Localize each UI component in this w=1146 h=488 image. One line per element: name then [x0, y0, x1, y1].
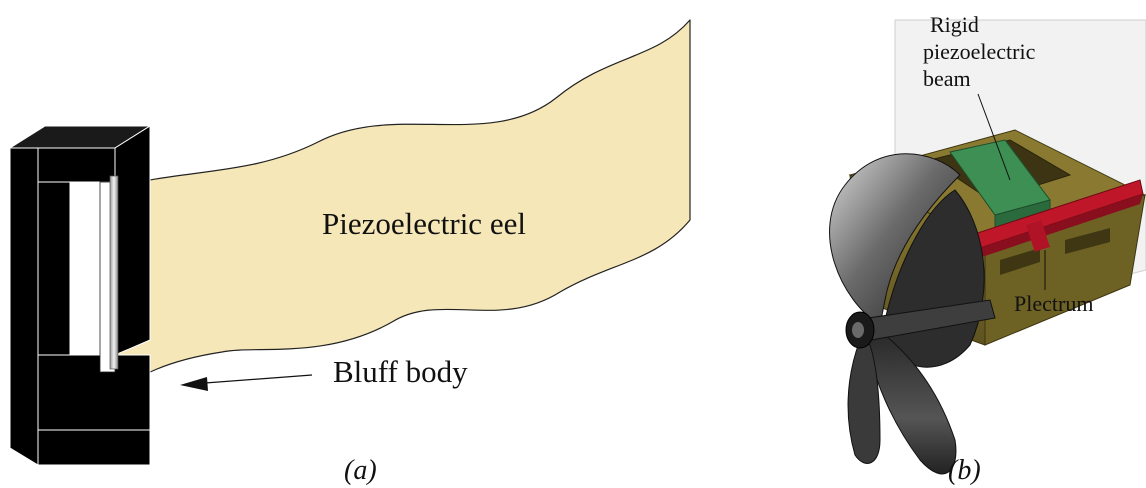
- bluff-body: [10, 126, 150, 465]
- beam-label-line-2: piezoelectric: [923, 39, 1036, 64]
- panel-b: Rigid piezoelectric beam Plectrum (b): [830, 12, 1146, 486]
- plectrum-label: Plectrum: [1014, 291, 1093, 316]
- caption-b: (b): [948, 455, 981, 486]
- bluff-body-label: Bluff body: [333, 354, 468, 389]
- caption-a: (a): [344, 455, 377, 486]
- panel-a: Piezoelectric eel Bluff body (a): [10, 20, 690, 486]
- pivot-rod: [110, 176, 118, 369]
- eel-label: Piezoelectric eel: [322, 206, 526, 241]
- beam-label-line-3: beam: [923, 66, 971, 91]
- beam-label-line-1: Rigid: [930, 12, 979, 37]
- bluff-body-arrow: [180, 375, 312, 391]
